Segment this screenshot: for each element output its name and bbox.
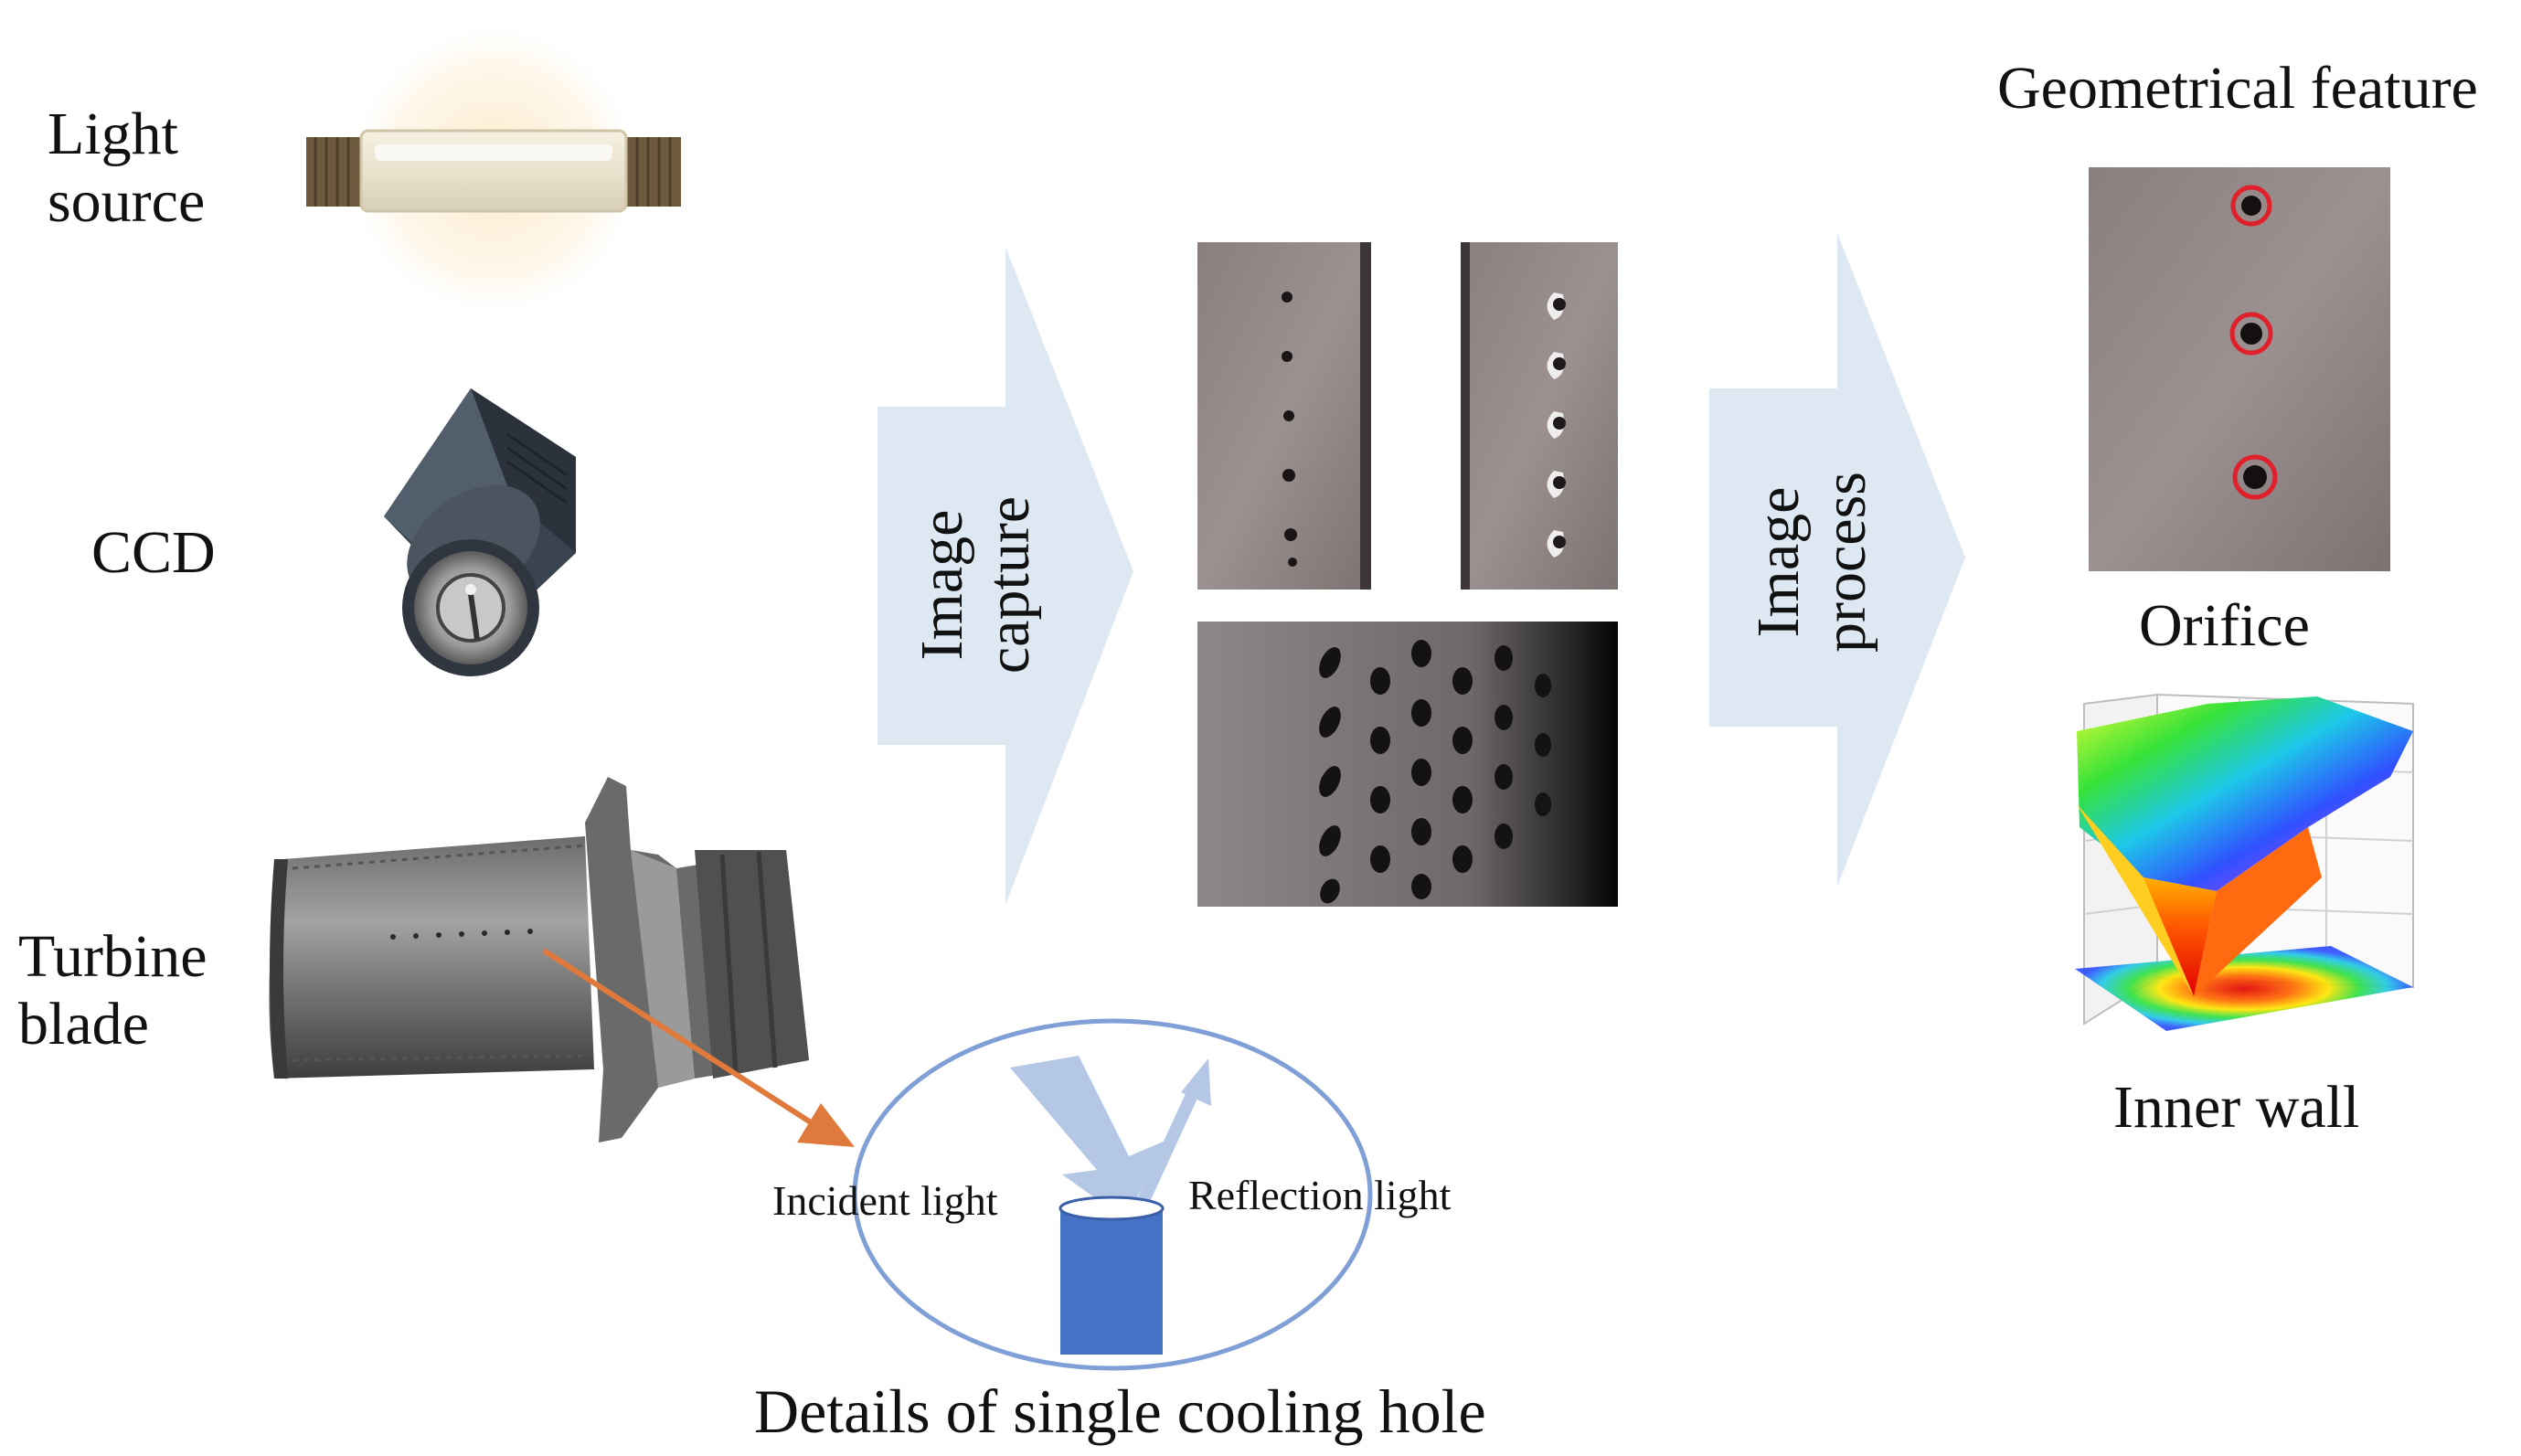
- details-caption: Details of single cooling hole: [754, 1376, 1486, 1446]
- turbine-blade-label: Turbine blade: [18, 923, 207, 1057]
- cooling-hole-detail: [852, 1018, 1373, 1371]
- turbine-blade-icon: [269, 777, 809, 1142]
- orifice-marker: [2229, 312, 2273, 356]
- image-capture-arrow: [878, 247, 1133, 905]
- captured-image-inner-wall: [1197, 622, 1618, 907]
- image-process-arrow: [1709, 233, 1965, 887]
- incident-beam: [1010, 1056, 1165, 1220]
- reflection-beam: [1134, 1058, 1211, 1209]
- pointer-arrow: [542, 948, 855, 1147]
- light-tube-icon: [306, 19, 681, 321]
- orifice-marker: [2232, 454, 2278, 500]
- incident-light-label: Incident light: [772, 1177, 998, 1224]
- image-capture-label: Image capture: [909, 495, 1042, 675]
- ccd-label: CCD: [91, 519, 216, 586]
- geometrical-feature-label: Geometrical feature: [1997, 55, 2478, 122]
- orifice-image: [2089, 167, 2390, 571]
- reflection-light-label: Reflection light: [1188, 1172, 1452, 1218]
- cooling-hole-cylinder: [1060, 1208, 1163, 1355]
- captured-image-holes: [1461, 242, 1618, 590]
- light-source-label: Light source: [48, 101, 206, 235]
- inner-wall-label: Inner wall: [2113, 1074, 2360, 1141]
- orifice-marker: [2230, 185, 2272, 227]
- image-process-label: Image process: [1745, 472, 1878, 653]
- orifice-label: Orifice: [2139, 592, 2310, 659]
- inner-wall-3d-plot: [2075, 693, 2414, 1031]
- ccd-camera-icon: [384, 388, 576, 676]
- captured-image-orifices: [1197, 242, 1371, 590]
